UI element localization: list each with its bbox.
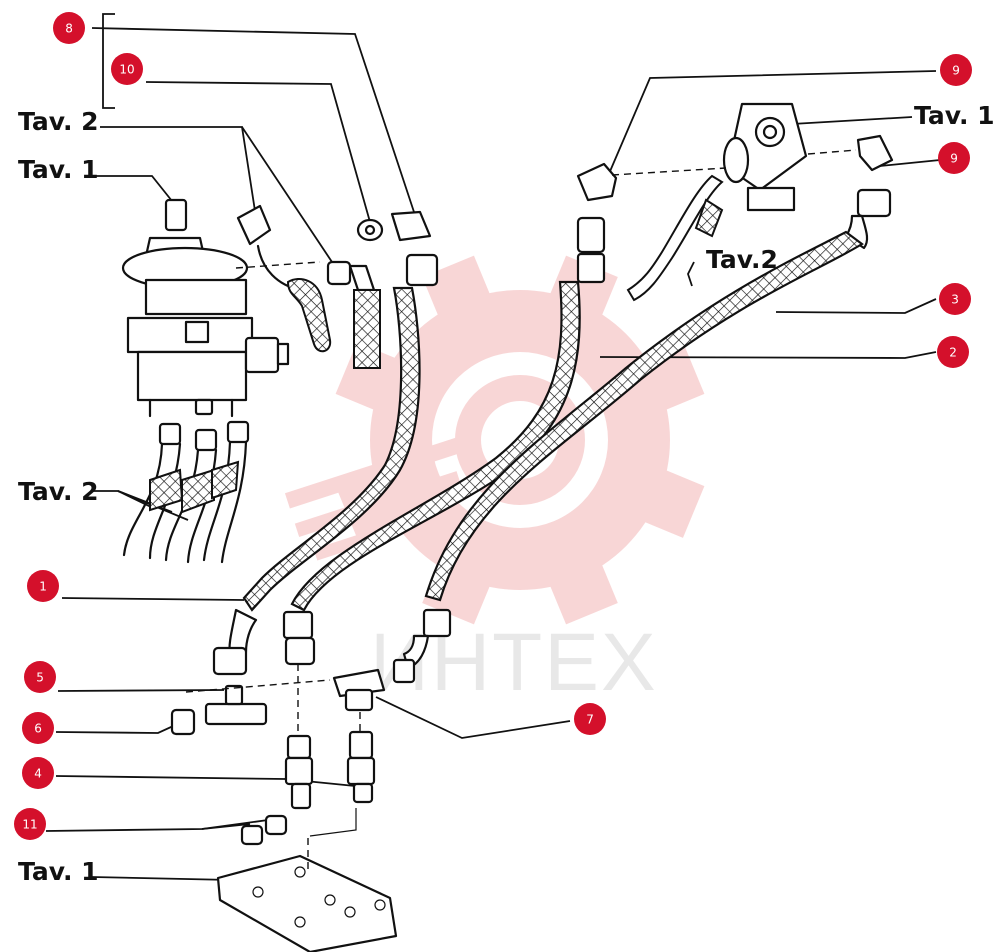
callout-bracket [102,13,115,109]
assembly-axes [185,149,857,872]
callout-2[interactable]: 2 [937,336,969,368]
svg-text:2: 2 [949,346,957,360]
svg-text:5: 5 [36,671,44,685]
ref-label-tav2-right: Tav.2 [706,245,778,274]
callout-3[interactable]: 3 [939,283,971,315]
hose-2 [282,216,606,666]
callout-9-right[interactable]: 9 [938,142,970,174]
ref-label-tav1-top: Tav. 1 [18,155,99,184]
callout-11[interactable]: 11 [14,808,46,840]
ref-label-tav2-top: Tav. 2 [18,107,99,136]
callout-10[interactable]: 10 [111,53,143,85]
svg-text:9: 9 [950,152,958,166]
svg-text:8: 8 [65,22,73,36]
watermark-gear-icon [284,255,705,625]
hose-1 [212,253,439,676]
callout-1[interactable]: 1 [27,570,59,602]
svg-text:10: 10 [119,63,134,77]
ref-label-tav2-mid: Tav. 2 [18,477,99,506]
reference-labels: Tav. 2 Tav. 1 Tav. 2 Tav. 1 Tav.2 Tav. 1 [18,101,995,886]
mounting-plate [216,854,398,952]
hose-3 [392,188,892,684]
valve-body [121,198,290,564]
callouts: 8 10 9 9 3 2 1 5 6 7 4 1 [14,12,972,840]
upper-left-fittings [236,204,432,369]
callout-9-top[interactable]: 9 [940,54,972,86]
callout-8[interactable]: 8 [53,12,85,44]
leader-lines [45,27,941,881]
svg-text:9: 9 [952,64,960,78]
svg-text:4: 4 [34,767,42,781]
upper-right-valve [576,102,894,302]
svg-text:1: 1 [39,580,47,594]
svg-text:7: 7 [586,713,594,727]
svg-text:11: 11 [22,818,37,832]
svg-text:3: 3 [951,293,959,307]
callout-5[interactable]: 5 [24,661,56,693]
callout-6[interactable]: 6 [22,712,54,744]
tee-fittings [170,668,386,736]
svg-text:6: 6 [34,722,42,736]
callout-7[interactable]: 7 [574,703,606,735]
callout-4[interactable]: 4 [22,757,54,789]
adapter-fittings [240,730,376,846]
ref-label-tav1-bottom: Tav. 1 [18,857,99,886]
ref-label-tav1-right: Tav. 1 [914,101,995,130]
